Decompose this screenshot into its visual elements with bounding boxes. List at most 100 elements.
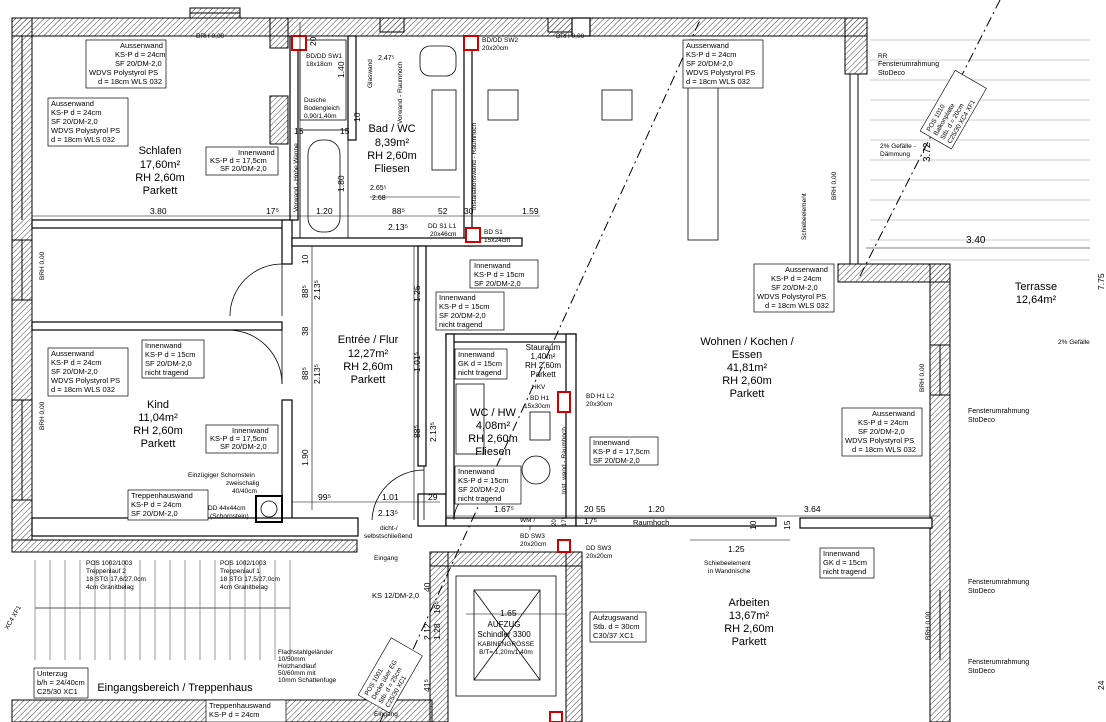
svg-text:1.28: 1.28 [432,623,442,640]
svg-text:88⁵: 88⁵ [412,425,422,438]
room-name: Schlafen [139,145,182,157]
room-area: 11,04m² [138,412,178,424]
dimension-texts: 3.80 17⁵ 1.20 88⁵ 52 30 1.59 2.13⁵ 2.47⁵… [150,36,1106,692]
svg-text:DD 44x44cm: DD 44x44cm [208,505,246,512]
svg-text:2.13⁵: 2.13⁵ [312,280,322,300]
duct-markers [291,35,571,722]
svg-text:WDVS Polystyrol PS: WDVS Polystyrol PS [757,292,826,301]
dimension-lines [32,22,1090,700]
svg-text:C25/30 XC1: C25/30 XC1 [37,687,78,696]
svg-text:WM /: WM / [520,517,535,524]
svg-text:BD H1: BD H1 [530,395,550,402]
svg-text:Innenwand: Innenwand [458,467,495,476]
note-innen-schl: Innenwand KS-P d = 17,5cm SF 20/DM-2,0 [205,146,279,176]
svg-text:1.20: 1.20 [648,504,665,514]
svg-text:2% Gefälle -: 2% Gefälle - [880,143,916,150]
room-area: 17,60m² [140,159,181,171]
svg-text:B/T= 1,20m/1,40m: B/T= 1,20m/1,40m [479,649,533,656]
svg-text:KS-P d = 24cm: KS-P d = 24cm [686,50,737,59]
svg-text:40: 40 [422,582,432,592]
note-treppenhaus: Treppenhauswand KS-P d = 24cm SF 20/DM-2… [127,489,209,521]
room-height: RH 2,60m [722,375,772,387]
svg-text:1.01⁵: 1.01⁵ [412,352,422,372]
pos1010-stamp: POS 1010 Balkonplatte Stb. d = 20cm C25/… [919,69,987,150]
svg-text:DD SW3: DD SW3 [586,545,612,552]
svg-text:SF 20/DM-2,0: SF 20/DM-2,0 [771,283,818,292]
svg-text:16⁵: 16⁵ [432,601,442,614]
room-name: Arbeiten [729,597,770,609]
svg-text:KS-P d = 24cm: KS-P d = 24cm [771,274,822,283]
svg-text:SF 20/DM-2,0: SF 20/DM-2,0 [220,164,267,173]
svg-text:BD/DD SW2: BD/DD SW2 [482,37,519,44]
svg-text:Raumhoch: Raumhoch [633,518,669,527]
svg-text:1.59: 1.59 [522,206,539,216]
svg-text:SF 20/DM-2,0: SF 20/DM-2,0 [593,456,640,465]
svg-text:2% Gefälle: 2% Gefälle [1058,339,1090,346]
svg-text:XC4 XF1: XC4 XF1 [4,604,23,631]
room-floor: Parkett [351,374,386,386]
svg-text:3.72: 3.72 [922,142,933,162]
svg-text:Aussenwand: Aussenwand [785,265,828,274]
svg-text:Innenwand: Innenwand [232,426,269,435]
room-area: 12,64m² [1016,294,1057,306]
svg-text:0,90/1,40m: 0,90/1,40m [304,113,337,120]
svg-text:nicht tragend: nicht tragend [458,368,501,377]
note-innen-gk1: Innenwand GK d = 15cm nicht tragend [454,348,508,380]
room-height: RH 2,60m [133,425,183,437]
svg-text:2.12: 2.12 [422,623,432,640]
svg-text:BRH 0,00: BRH 0,00 [39,251,46,280]
svg-text:KS-P d = 24cm: KS-P d = 24cm [51,358,102,367]
svg-text:KS-P d = 15cm: KS-P d = 15cm [474,270,525,279]
svg-text:KS-P d = 17,5cm: KS-P d = 17,5cm [210,156,267,165]
svg-text:d = 18cm WLS 032: d = 18cm WLS 032 [51,135,115,144]
svg-text:DD S1 L1: DD S1 L1 [428,223,457,230]
room-area: 41,81m² [727,362,768,374]
svg-text:KS-P d = 15cm: KS-P d = 15cm [145,350,196,359]
room-bad: Bad / WC 8,39m² RH 2,60m Fliesen [367,123,417,175]
svg-text:18x18cm: 18x18cm [306,61,332,68]
svg-text:20: 20 [584,504,594,514]
room-floor: Parkett [530,370,556,379]
room-area: 12,27m² [348,348,389,360]
svg-text:BRH 0,00: BRH 0,00 [919,363,926,392]
svg-text:4cm Granitbelag: 4cm Granitbelag [86,584,134,591]
svg-text:Schiebeelement: Schiebeelement [801,193,808,240]
room-floor: Parkett [141,438,176,450]
svg-text:SF 20/DM-2,0: SF 20/DM-2,0 [858,427,905,436]
svg-text:Vorwand - Hohe Wanne: Vorwand - Hohe Wanne [293,143,300,212]
svg-text:Installationswand - Raumhoch: Installationswand - Raumhoch [471,123,478,210]
svg-text:Aussenwand: Aussenwand [872,409,915,418]
svg-text:in Wandnische: in Wandnische [708,568,751,575]
note-unterzug: Unterzug b/h = 24/40cm C25/30 XC1 [33,667,89,699]
svg-text:T: T [528,525,532,532]
svg-text:Aussenwand: Aussenwand [51,349,94,358]
room-name-2: Essen [732,349,763,361]
note-treppenhaus-b: Treppenhauswand KS-P d = 24cm [205,699,287,722]
svg-text:20: 20 [552,519,558,526]
interior-walls [31,17,933,537]
svg-text:1.90: 1.90 [300,449,310,466]
svg-text:2.68: 2.68 [372,195,386,202]
svg-text:30: 30 [464,206,474,216]
room-terrasse: Terrasse 12,64m² [1015,281,1057,306]
terrace-slats [870,39,1090,261]
svg-text:17⁵: 17⁵ [561,516,568,526]
svg-text:KS-P d = 24cm: KS-P d = 24cm [209,710,260,719]
svg-text:Fensterumrahmung: Fensterumrahmung [968,408,1029,415]
svg-text:KS-P d = 15cm: KS-P d = 15cm [439,302,490,311]
svg-text:20: 20 [308,36,318,46]
svg-text:dicht-/: dicht-/ [380,525,398,532]
svg-text:KABINENGRÖSSE: KABINENGRÖSSE [478,640,535,648]
room-arbeiten: Arbeiten 13,67m² RH 2,60m Parkett [724,597,774,648]
svg-text:POS 1002/1003: POS 1002/1003 [86,560,133,567]
room-area: 8,39m² [375,137,410,149]
svg-text:AUFZUG: AUFZUG [488,620,521,629]
svg-text:RR: RR [878,53,888,60]
svg-text:Dämmung: Dämmung [880,151,910,158]
note-innen-kind1: Innenwand KS-P d = 15cm SF 20/DM-2,0 nic… [141,339,205,379]
svg-text:1.65: 1.65 [500,608,517,618]
svg-text:15x30cm: 15x30cm [524,403,550,410]
room-floor: Parkett [143,185,178,197]
